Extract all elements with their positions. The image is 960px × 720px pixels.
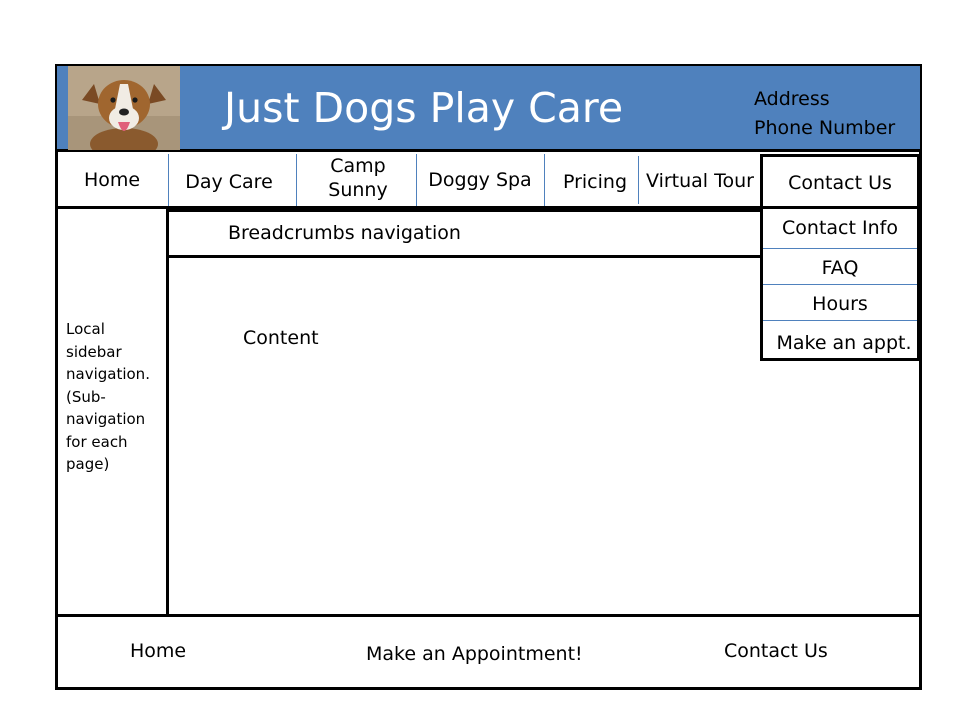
dropdown-item-faq[interactable]: FAQ	[821, 257, 859, 279]
nav-divider	[638, 156, 639, 204]
nav-bottom-border	[57, 206, 920, 209]
footer-link-home[interactable]: Home	[130, 640, 187, 662]
footer-link-make-appointment[interactable]: Make an Appointment!	[366, 643, 583, 665]
dropdown-header-border	[763, 206, 917, 209]
contact-dropdown-menu	[760, 154, 920, 361]
dropdown-item-make-appt[interactable]: Make an appt.	[776, 332, 912, 354]
nav-item-camp-sunny[interactable]: Camp Sunny	[328, 155, 388, 201]
phone-text: Phone Number	[754, 117, 896, 139]
dropdown-item-hours[interactable]: Hours	[812, 293, 868, 315]
page-frame	[55, 64, 922, 690]
nav-divider	[416, 154, 417, 208]
header-banner	[57, 66, 920, 152]
dropdown-item-contact-info[interactable]: Contact Info	[782, 217, 898, 239]
dropdown-separator	[763, 248, 917, 249]
nav-divider	[544, 154, 545, 208]
dog-photo	[68, 66, 180, 150]
nav-item-day-care[interactable]: Day Care	[185, 171, 273, 193]
content-placeholder: Content	[243, 327, 319, 349]
nav-item-pricing[interactable]: Pricing	[562, 171, 628, 193]
breadcrumb-bar	[168, 209, 762, 258]
nav-divider	[296, 154, 297, 208]
nav-item-home[interactable]: Home	[83, 169, 141, 191]
sidebar-navigation-note: Local sidebar navigation. (Sub- navigati…	[66, 320, 150, 473]
footer-top-border	[57, 614, 920, 617]
breadcrumb[interactable]: Breadcrumbs navigation	[228, 222, 461, 244]
sidebar-border	[166, 208, 169, 616]
dropdown-separator	[763, 320, 917, 321]
dropdown-separator	[763, 284, 917, 285]
nav-item-doggy-spa[interactable]: Doggy Spa	[428, 169, 532, 191]
nav-divider	[168, 154, 169, 208]
site-title: Just Dogs Play Care	[224, 84, 624, 132]
nav-item-virtual-tour[interactable]: Virtual Tour	[646, 170, 754, 192]
address-text: Address	[754, 88, 830, 110]
footer-link-contact-us[interactable]: Contact Us	[724, 640, 828, 662]
nav-item-contact-us[interactable]: Contact Us	[788, 172, 892, 194]
